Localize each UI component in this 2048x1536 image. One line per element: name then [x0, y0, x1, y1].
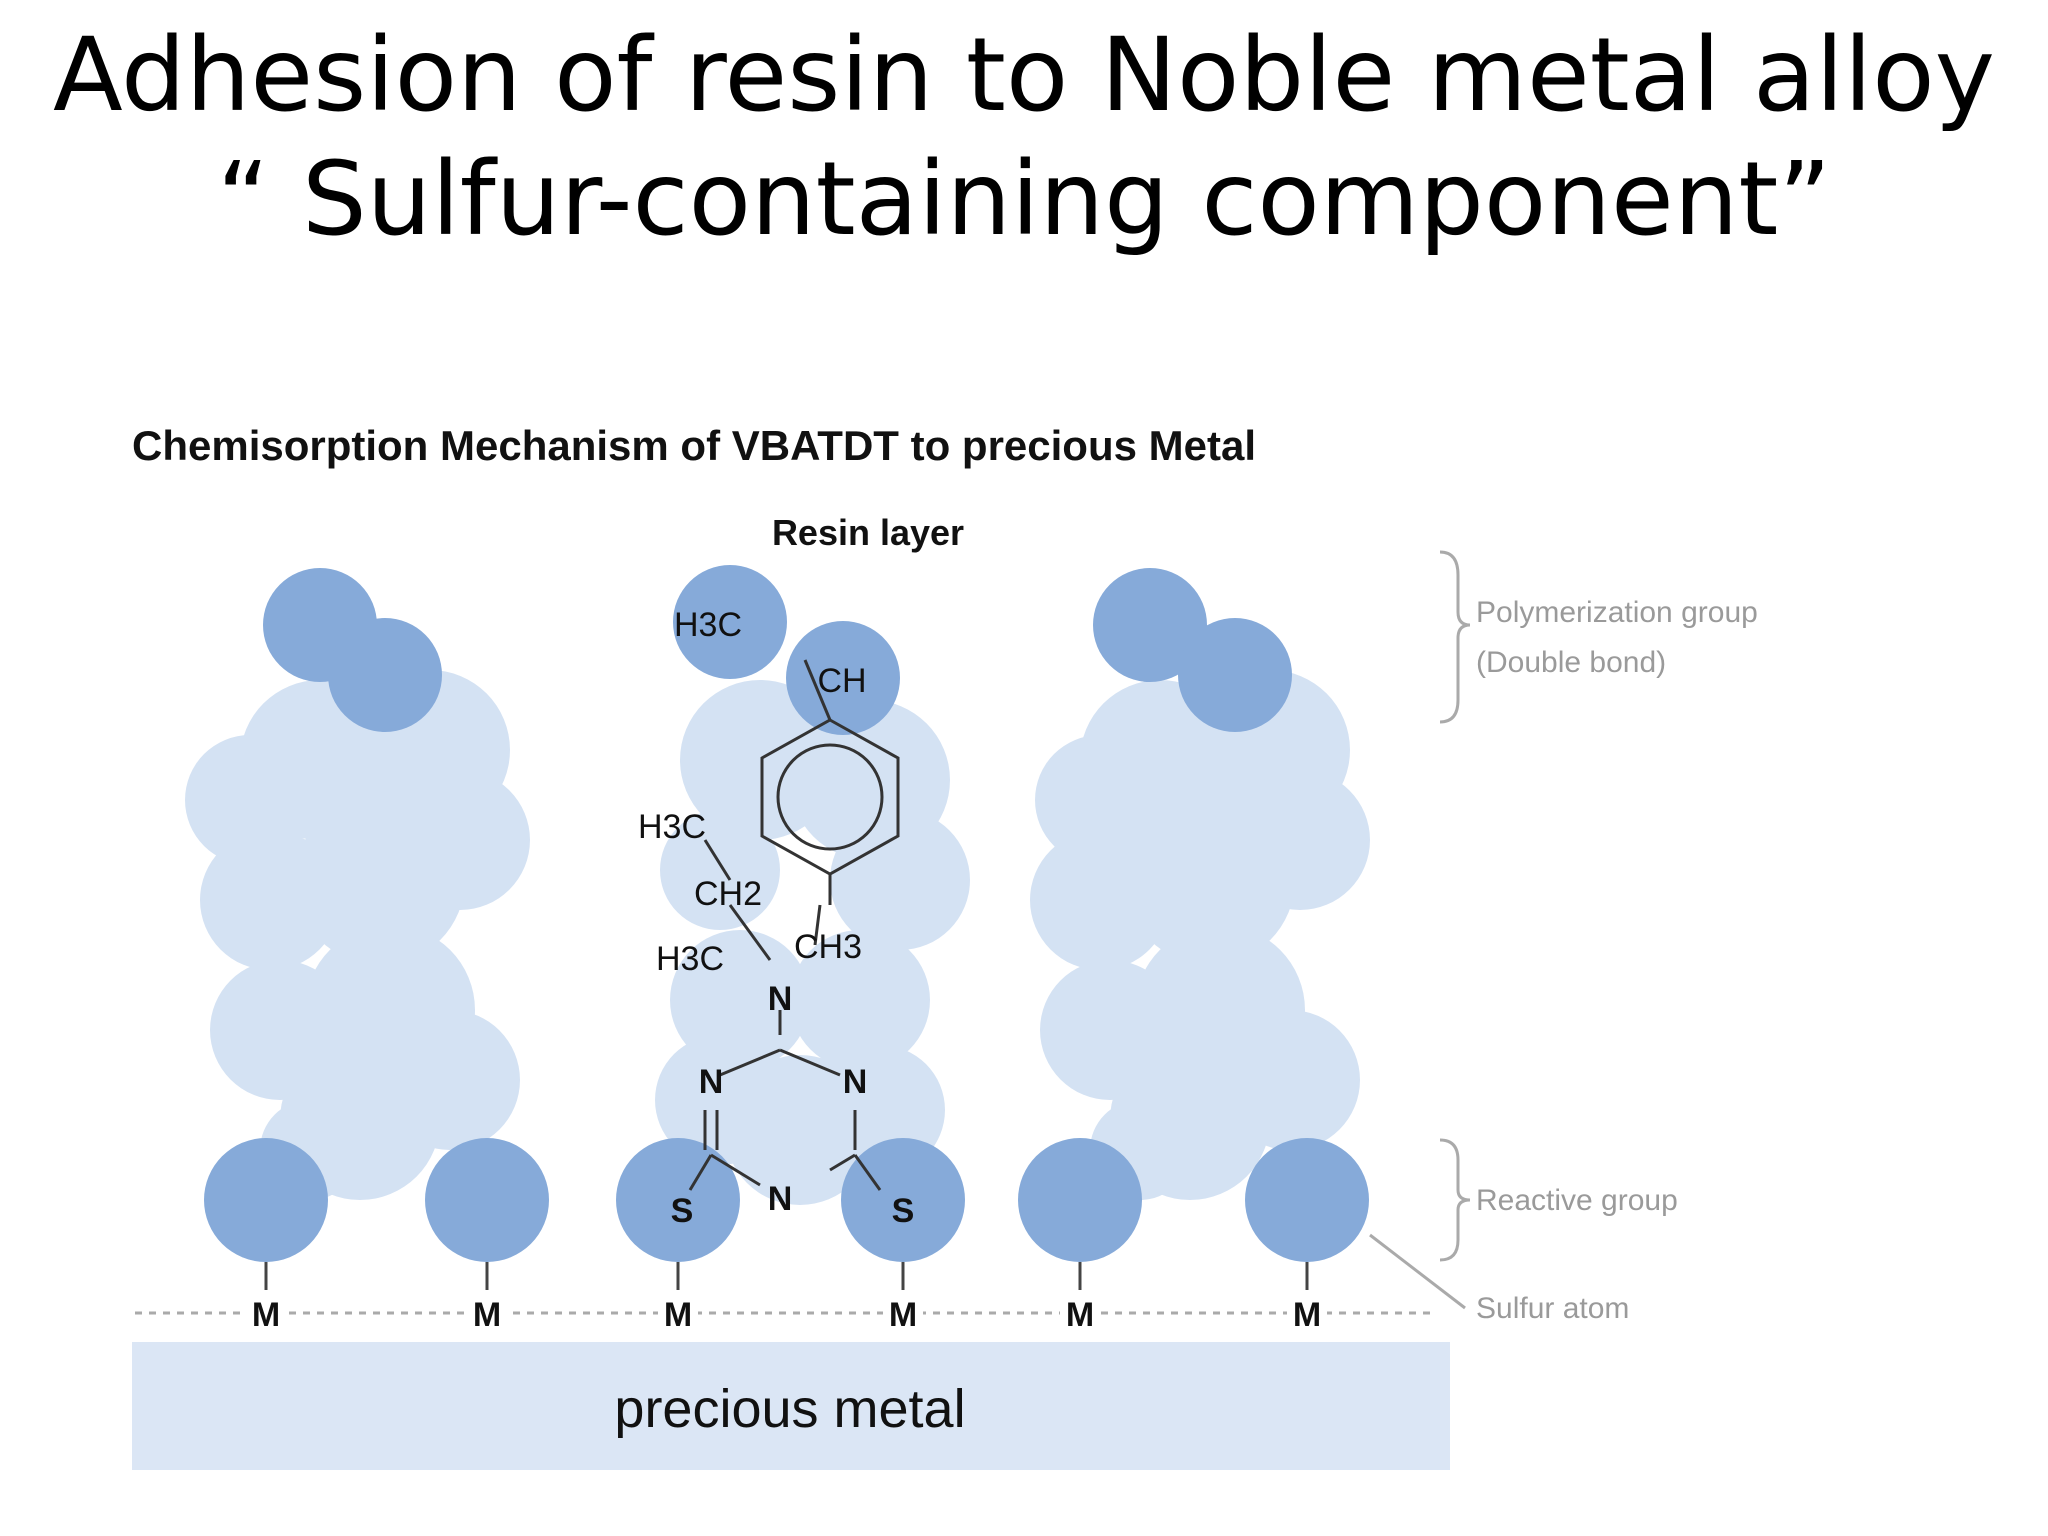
metal-atom-label: M [664, 1296, 692, 1334]
atom-ch2: CH2 [694, 875, 762, 913]
substrate-label: precious metal [614, 1379, 965, 1439]
metal-atom-label: M [1066, 1296, 1094, 1334]
metal-atom-label: M [252, 1296, 280, 1334]
reactive-group-spheres [204, 1138, 1369, 1262]
metal-atom-label: M [889, 1296, 917, 1334]
resin-layer-label: Resin layer [772, 512, 964, 553]
atom-n-right: N [843, 1063, 868, 1101]
atom-h3c-low: H3C [656, 940, 724, 978]
legend-polymerization-group: Polymerization group [1476, 596, 1758, 629]
resin-cluster-right [1030, 670, 1370, 1200]
metal-atom-label: M [473, 1296, 501, 1334]
atom-ch3: CH3 [794, 928, 862, 966]
legend-sulfur-atom: Sulfur atom [1476, 1292, 1629, 1325]
slide-title-line-1: Adhesion of resin to Noble metal alloy [53, 16, 1995, 135]
atom-n-amine: N [768, 980, 793, 1018]
precious-metal-substrate [132, 1342, 1450, 1470]
vbatdt-molecule-bonds [688, 659, 900, 1191]
atom-n-left: N [699, 1063, 724, 1101]
slide-title-line-2: “ Sulfur-containing component” [216, 140, 1832, 259]
legend-reactive-group: Reactive group [1476, 1184, 1678, 1217]
polymerization-spheres [263, 565, 1292, 735]
atom-ch-top: CH [817, 662, 866, 700]
atom-n-center: N [768, 1180, 793, 1218]
legend-double-bond: (Double bond) [1476, 646, 1666, 679]
metal-atom-label: M [1293, 1296, 1321, 1334]
atom-s-left: S [671, 1192, 694, 1230]
atom-h3c-top: H3C [674, 606, 742, 644]
legend-braces [1369, 550, 1471, 1310]
resin-cluster-left [185, 670, 530, 1200]
diagram-heading: Chemisorption Mechanism of VBATDT to pre… [132, 422, 1256, 469]
atom-h3c-mid: H3C [638, 808, 706, 846]
sphere-metal-bonds [264, 1262, 1309, 1290]
atom-s-right: S [892, 1192, 915, 1230]
slide-title: Adhesion of resin to Noble metal alloy “… [0, 14, 2048, 262]
